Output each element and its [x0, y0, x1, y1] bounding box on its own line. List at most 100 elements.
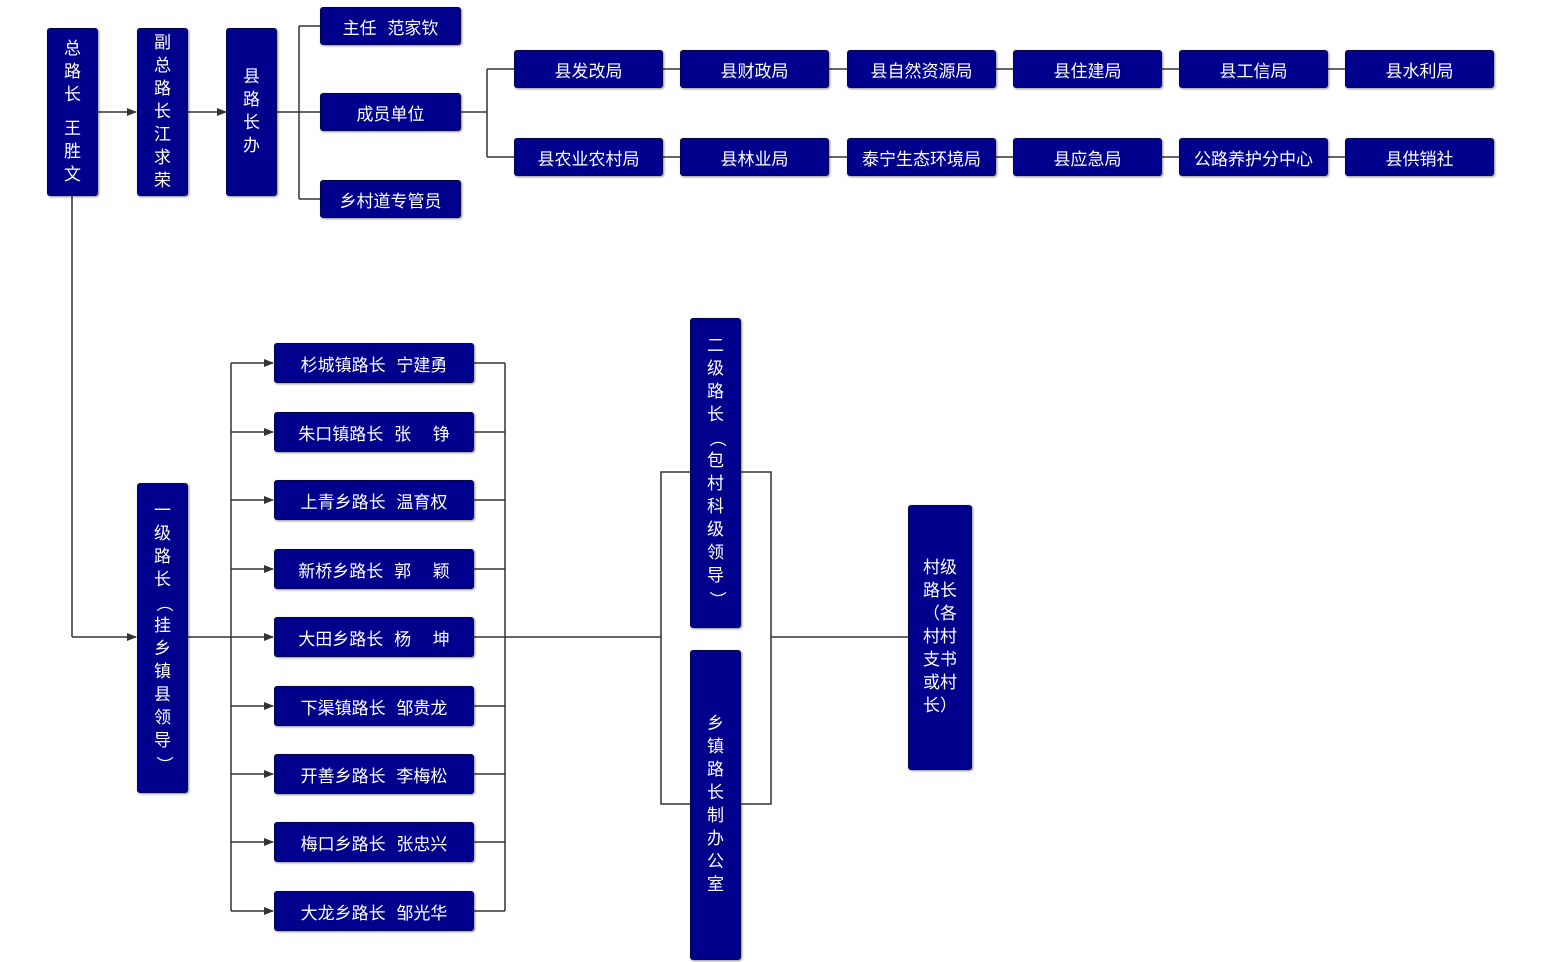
vertical-char: 胜 [64, 141, 81, 162]
town-chief-box: 朱口镇路长 张 铮 [274, 412, 474, 452]
unit-box: 县发改局 [514, 50, 663, 88]
vertical-char: 二 [707, 336, 724, 356]
vertical-char: 县 [243, 67, 260, 87]
county-road-office-box: 县路长办 [226, 28, 277, 196]
vertical-char: 领 [154, 708, 171, 728]
town-chief-box: 上青乡路长 温育权 [274, 480, 474, 520]
vertical-char: 求 [154, 147, 171, 168]
unit-label: 县发改局 [554, 61, 623, 82]
unit-box: 县供销社 [1345, 138, 1494, 176]
vertical-char: 制 [707, 806, 724, 826]
unit-box: 公路养护分中心 [1179, 138, 1328, 176]
village-line: （各 [923, 604, 957, 624]
vertical-char: ） [153, 756, 173, 773]
vertical-char: 江 [154, 124, 171, 145]
unit-label: 公路养护分中心 [1194, 149, 1313, 170]
unit-label: 县自然资源局 [870, 61, 973, 82]
vertical-char: 公 [707, 852, 724, 872]
vertical-char: 长 [707, 405, 724, 425]
vertical-char: 路 [243, 90, 260, 110]
vertical-char: 路 [154, 547, 171, 567]
chief-road-chief-label: 总路长王胜文 [62, 38, 84, 187]
town-chief-box: 大龙乡路长 邹光华 [274, 891, 474, 931]
vertical-char: 路 [64, 61, 81, 82]
village-road-manager-box: 乡村道专管员 [320, 180, 461, 218]
town-chief-label: 杉城镇路长 宁建勇 [300, 355, 448, 376]
vertical-char: 办 [707, 829, 724, 849]
unit-label: 泰宁生态环境局 [862, 149, 981, 170]
town-chief-label: 大田乡路长 杨 坤 [298, 629, 450, 650]
county-road-office-label: 县路长办 [241, 66, 263, 158]
town-chief-box: 梅口乡路长 张忠兴 [274, 822, 474, 862]
unit-label: 县供销社 [1385, 149, 1454, 170]
level2-road-chief-label: 二级路长（包村科级领导） [705, 335, 727, 611]
vertical-char: 办 [243, 136, 260, 156]
vertical-char: （ [706, 430, 726, 447]
unit-box: 县林业局 [680, 138, 829, 176]
village-road-chief-box: 村级 路长 （各 村村 支书 或村 长） [908, 505, 972, 770]
vertical-char: 镇 [154, 662, 171, 682]
unit-label: 县财政局 [720, 61, 789, 82]
town-road-office-label: 乡镇路长制办公室 [705, 713, 727, 897]
deputy-road-chief-label: 副总路长江求荣 [152, 32, 174, 193]
level1-road-chief-label: 一级路长（挂乡镇县领导） [152, 500, 174, 776]
vertical-char: 长 [154, 101, 171, 122]
village-road-manager-label: 乡村道专管员 [339, 191, 442, 212]
unit-label: 县工信局 [1219, 61, 1288, 82]
unit-label: 县农业农村局 [537, 149, 640, 170]
village-line: 长） [923, 696, 957, 716]
unit-label: 县住建局 [1053, 61, 1122, 82]
unit-box: 县农业农村局 [514, 138, 663, 176]
vertical-char: 路 [154, 78, 171, 99]
vertical-char: 包 [707, 451, 724, 471]
village-line: 村村 [923, 627, 957, 647]
vertical-char: 科 [707, 497, 724, 517]
office-director-label: 主任 范家钦 [342, 18, 439, 39]
vertical-char: 总 [64, 38, 81, 59]
vertical-char: 导 [154, 731, 171, 751]
town-chief-box: 下渠镇路长 邹贵龙 [274, 686, 474, 726]
town-chief-label: 梅口乡路长 张忠兴 [300, 834, 448, 855]
unit-box: 县住建局 [1013, 50, 1162, 88]
vertical-char: 一 [154, 501, 171, 521]
vertical-char: 路 [707, 382, 724, 402]
vertical-char: 级 [707, 359, 724, 379]
town-chief-box: 大田乡路长 杨 坤 [274, 617, 474, 657]
vertical-char: 长 [243, 113, 260, 133]
level2-road-chief-box: 二级路长（包村科级领导） [690, 318, 741, 628]
vertical-char: 级 [707, 520, 724, 540]
town-chief-label: 朱口镇路长 张 铮 [298, 424, 450, 445]
town-chief-box: 新桥乡路长 郭 颖 [274, 549, 474, 589]
vertical-char: 文 [64, 164, 81, 185]
unit-label: 县林业局 [720, 149, 789, 170]
village-line: 路长 [923, 581, 957, 601]
vertical-char: 长 [64, 84, 81, 105]
unit-label: 县应急局 [1053, 149, 1122, 170]
vertical-char: 镇 [707, 737, 724, 757]
vertical-char: 挂 [154, 616, 171, 636]
town-chief-label: 下渠镇路长 邹贵龙 [300, 698, 448, 719]
unit-label: 县水利局 [1385, 61, 1454, 82]
chief-road-chief-box: 总路长王胜文 [47, 28, 98, 196]
vertical-char: ） [706, 591, 726, 608]
village-line: 支书 [923, 650, 957, 670]
town-chief-label: 上青乡路长 温育权 [300, 492, 448, 513]
town-chief-label: 大龙乡路长 邹光华 [300, 903, 448, 924]
unit-box: 县工信局 [1179, 50, 1328, 88]
vertical-char: 荣 [154, 170, 171, 191]
vertical-char: 领 [707, 543, 724, 563]
vertical-char: 总 [154, 55, 171, 76]
vertical-char: 导 [707, 566, 724, 586]
member-units-box: 成员单位 [320, 93, 461, 131]
vertical-char: 级 [154, 524, 171, 544]
unit-box: 县自然资源局 [847, 50, 996, 88]
vertical-char: 路 [707, 760, 724, 780]
town-chief-box: 开善乡路长 李梅松 [274, 754, 474, 794]
town-chief-label: 新桥乡路长 郭 颖 [298, 561, 450, 582]
vertical-char: 长 [154, 570, 171, 590]
unit-box: 县财政局 [680, 50, 829, 88]
town-chief-label: 开善乡路长 李梅松 [300, 766, 448, 787]
office-director-box: 主任 范家钦 [320, 7, 461, 45]
vertical-char: 县 [154, 685, 171, 705]
vertical-char [62, 107, 84, 118]
